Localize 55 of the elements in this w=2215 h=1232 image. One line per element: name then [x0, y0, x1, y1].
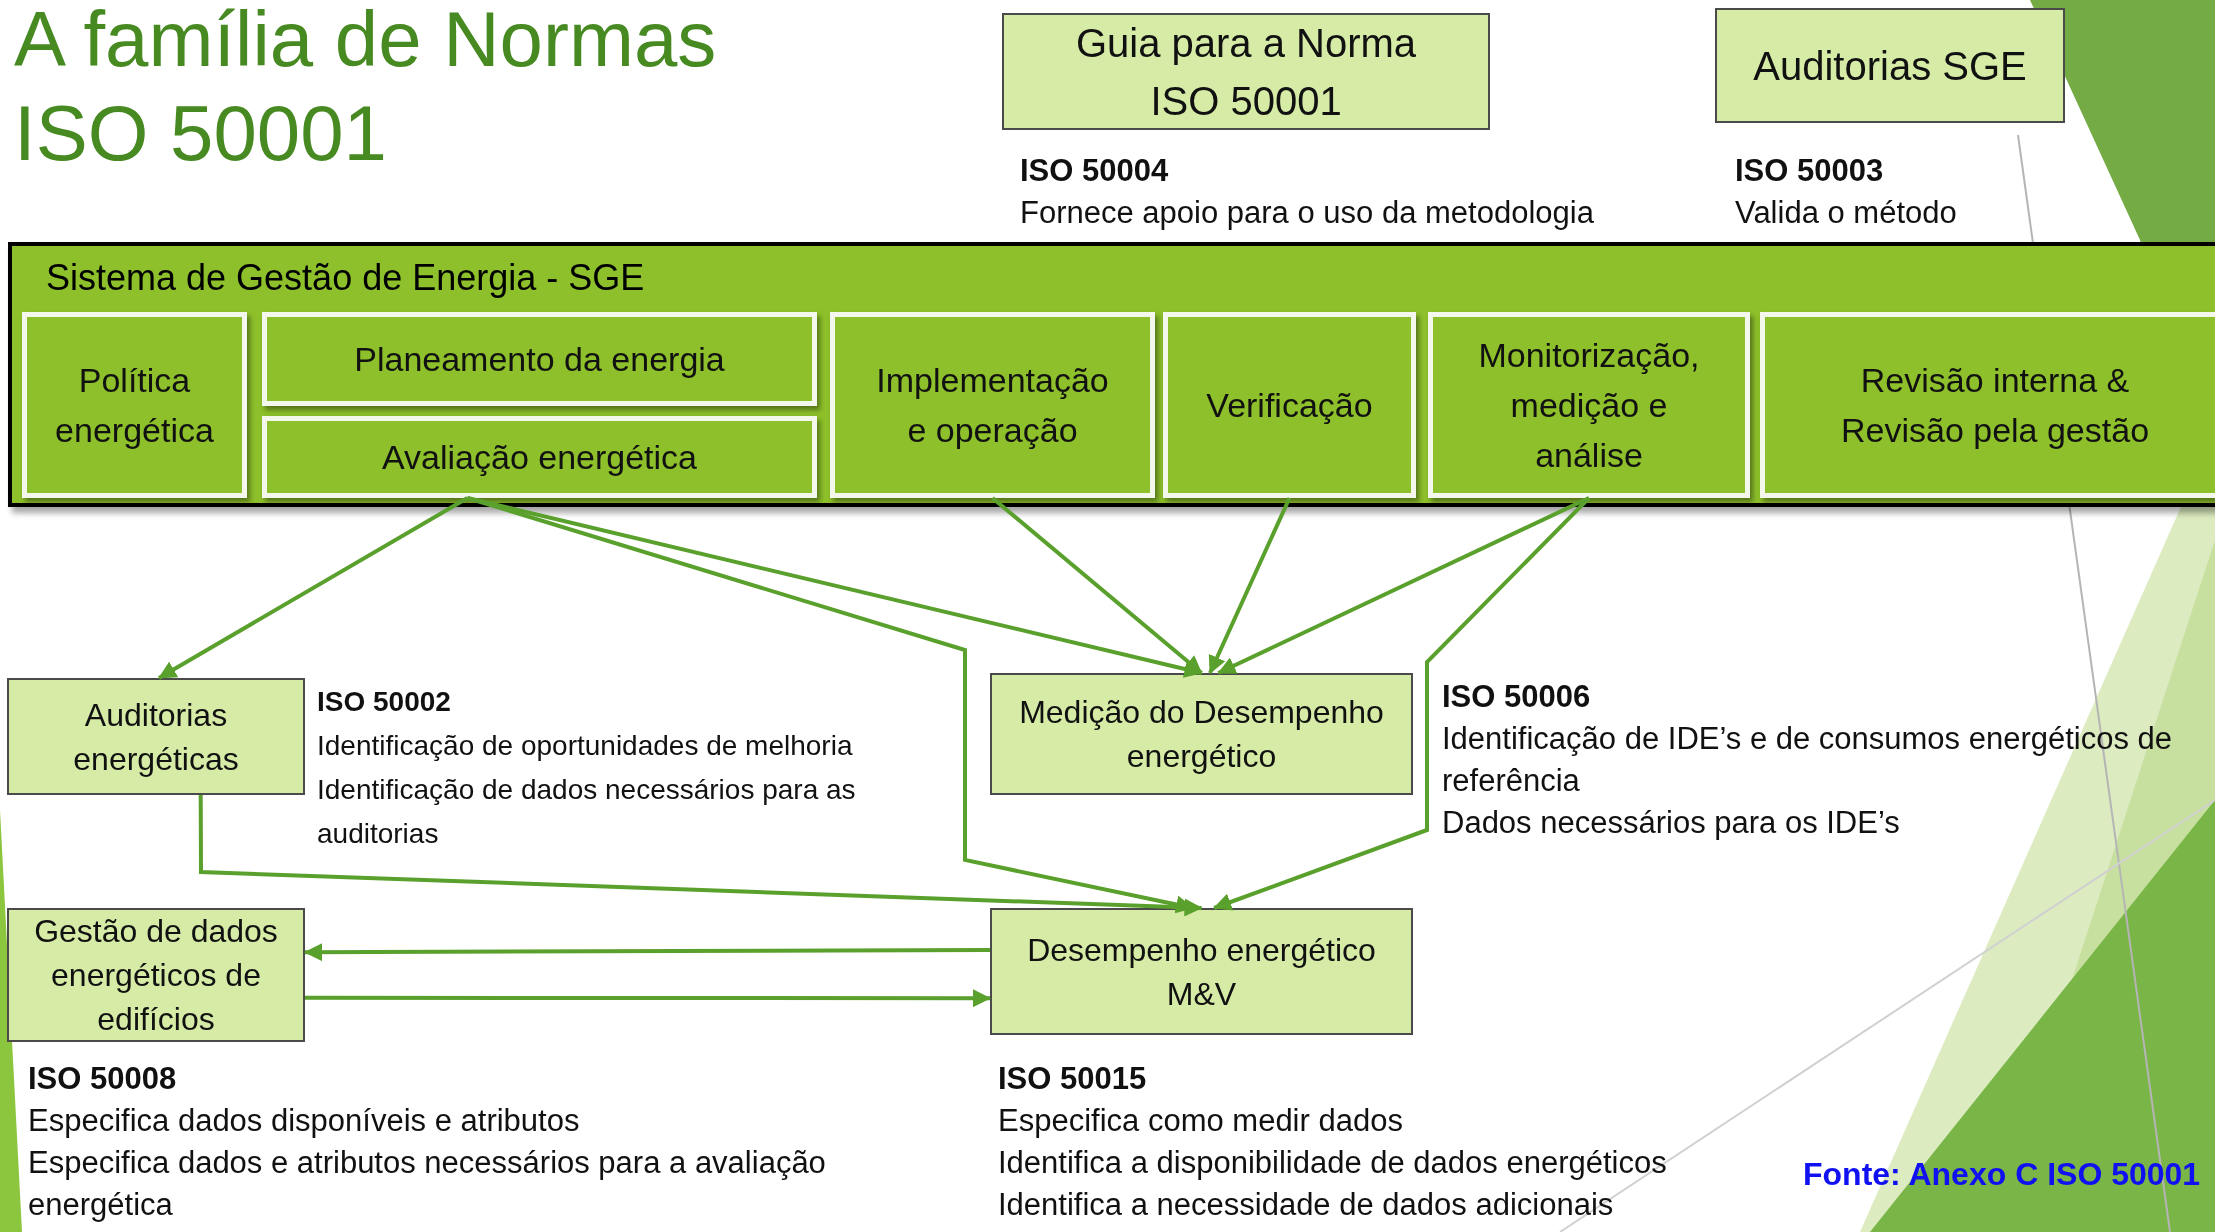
box-label: Revisão interna & Revisão pela gestão: [1839, 360, 2151, 451]
box-label: Auditorias energéticas: [72, 695, 240, 779]
standard-box: [990, 908, 1413, 1035]
standard-box: [7, 908, 305, 1042]
description-text: Dados necessários para os IDE’s: [1442, 804, 1901, 842]
box-label: Guia para a Norma ISO 50001: [1074, 19, 1418, 125]
description-text: Identificação de dados necessários para as auditorias: [317, 773, 857, 851]
arrow: [1213, 496, 1591, 911]
standard-number: ISO 50015: [998, 1060, 1148, 1098]
stage-box: [1760, 312, 2215, 498]
stage-box: [22, 312, 247, 498]
description-text: Especifica dados disponíveis e atributos: [28, 1102, 581, 1140]
standard-number: ISO 50004: [1020, 152, 1170, 190]
arrow: [304, 943, 990, 962]
arrow: [198, 795, 1203, 917]
arrow: [305, 989, 991, 1008]
description-text: Identificação de IDE’s e de consumos energéticos de referência: [1442, 720, 2174, 800]
standard-number: ISO 50003: [1735, 152, 1885, 190]
box-label: Medição do Desempenho energético: [1018, 693, 1385, 776]
arrow: [466, 496, 1203, 678]
description-text: Identificação de oportunidades de melhoria: [317, 729, 854, 763]
band-heading: Sistema de Gestão de Energia - SGE: [46, 256, 645, 300]
box-label: Verificação: [1206, 385, 1373, 426]
stage-box: [262, 312, 817, 406]
box-label: Avaliação energética: [382, 437, 697, 478]
system-band: [8, 242, 2215, 507]
description-text: Identifica a disponibilidade de dados energéticos: [998, 1144, 1668, 1182]
box-label: Planeamento da energia: [354, 339, 725, 380]
arrow: [158, 496, 469, 680]
description-text: Valida o método: [1735, 194, 1958, 232]
box-label: Desempenho energético M&V: [1026, 930, 1377, 1014]
stage-box: [1163, 312, 1416, 498]
box-label: Gestão de dados energéticos de edifícios: [33, 912, 279, 1039]
standard-box: [7, 678, 305, 795]
standard-number: ISO 50008: [28, 1060, 178, 1098]
description-text: Identifica a necessidade de dados adicionais: [998, 1186, 1615, 1224]
page-title: A família de Normas ISO 50001: [14, 0, 718, 179]
arrow: [1217, 496, 1590, 675]
stage-box: [830, 312, 1155, 498]
standard-box: [1715, 8, 2065, 123]
standard-number: ISO 50006: [1442, 678, 1592, 716]
standard-box: [1002, 13, 1490, 130]
description-text: Fornece apoio para o uso da metodologia: [1020, 194, 1595, 232]
box-label: Política energética: [54, 360, 215, 451]
arrow: [1208, 497, 1292, 674]
standard-number: ISO 50002: [317, 685, 452, 719]
stage-box: [1428, 312, 1750, 498]
description-text: Especifica dados e atributos necessários para a avaliação energética: [28, 1144, 827, 1224]
box-label: Auditorias SGE: [1753, 43, 2027, 88]
box-label: Implementação e operação: [875, 360, 1110, 451]
stage-box: [262, 416, 817, 498]
arrow: [991, 496, 1203, 675]
description-text: Especifica como medir dados: [998, 1102, 1404, 1140]
box-label: Monitorização, medição e análise: [1477, 335, 1701, 476]
standard-box: [990, 673, 1413, 795]
